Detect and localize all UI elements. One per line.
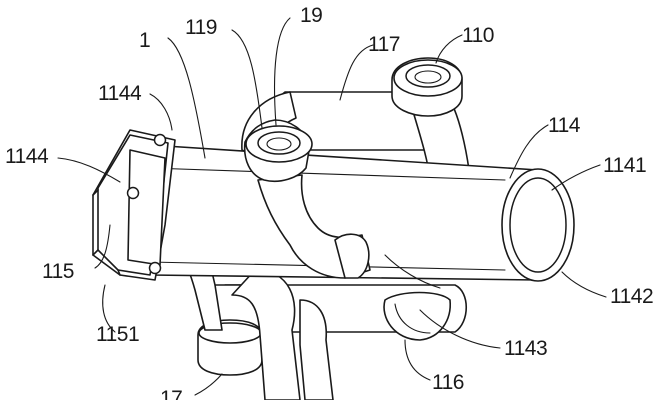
label-114: 114 bbox=[548, 114, 581, 137]
label-115: 115 bbox=[42, 260, 74, 283]
label-1: 1 bbox=[139, 29, 150, 52]
cross-pipe-19 bbox=[241, 91, 371, 279]
flange-115 bbox=[92, 129, 176, 281]
label-1143: 1143 bbox=[504, 337, 547, 360]
lower-fittings bbox=[171, 229, 334, 400]
label-17: 17 bbox=[160, 387, 182, 400]
label-116: 116 bbox=[432, 371, 464, 394]
label-1151: 1151 bbox=[96, 323, 139, 346]
label-19: 19 bbox=[300, 4, 322, 27]
label-1142: 1142 bbox=[610, 285, 653, 308]
label-117: 117 bbox=[368, 33, 400, 56]
leader-lines bbox=[57, 17, 607, 396]
label-119: 119 bbox=[185, 16, 217, 39]
label-1141: 1141 bbox=[603, 154, 646, 177]
label-110: 110 bbox=[462, 24, 494, 47]
label-1144-left: 1144 bbox=[5, 145, 49, 168]
label-1144-top: 1144 bbox=[98, 82, 142, 105]
